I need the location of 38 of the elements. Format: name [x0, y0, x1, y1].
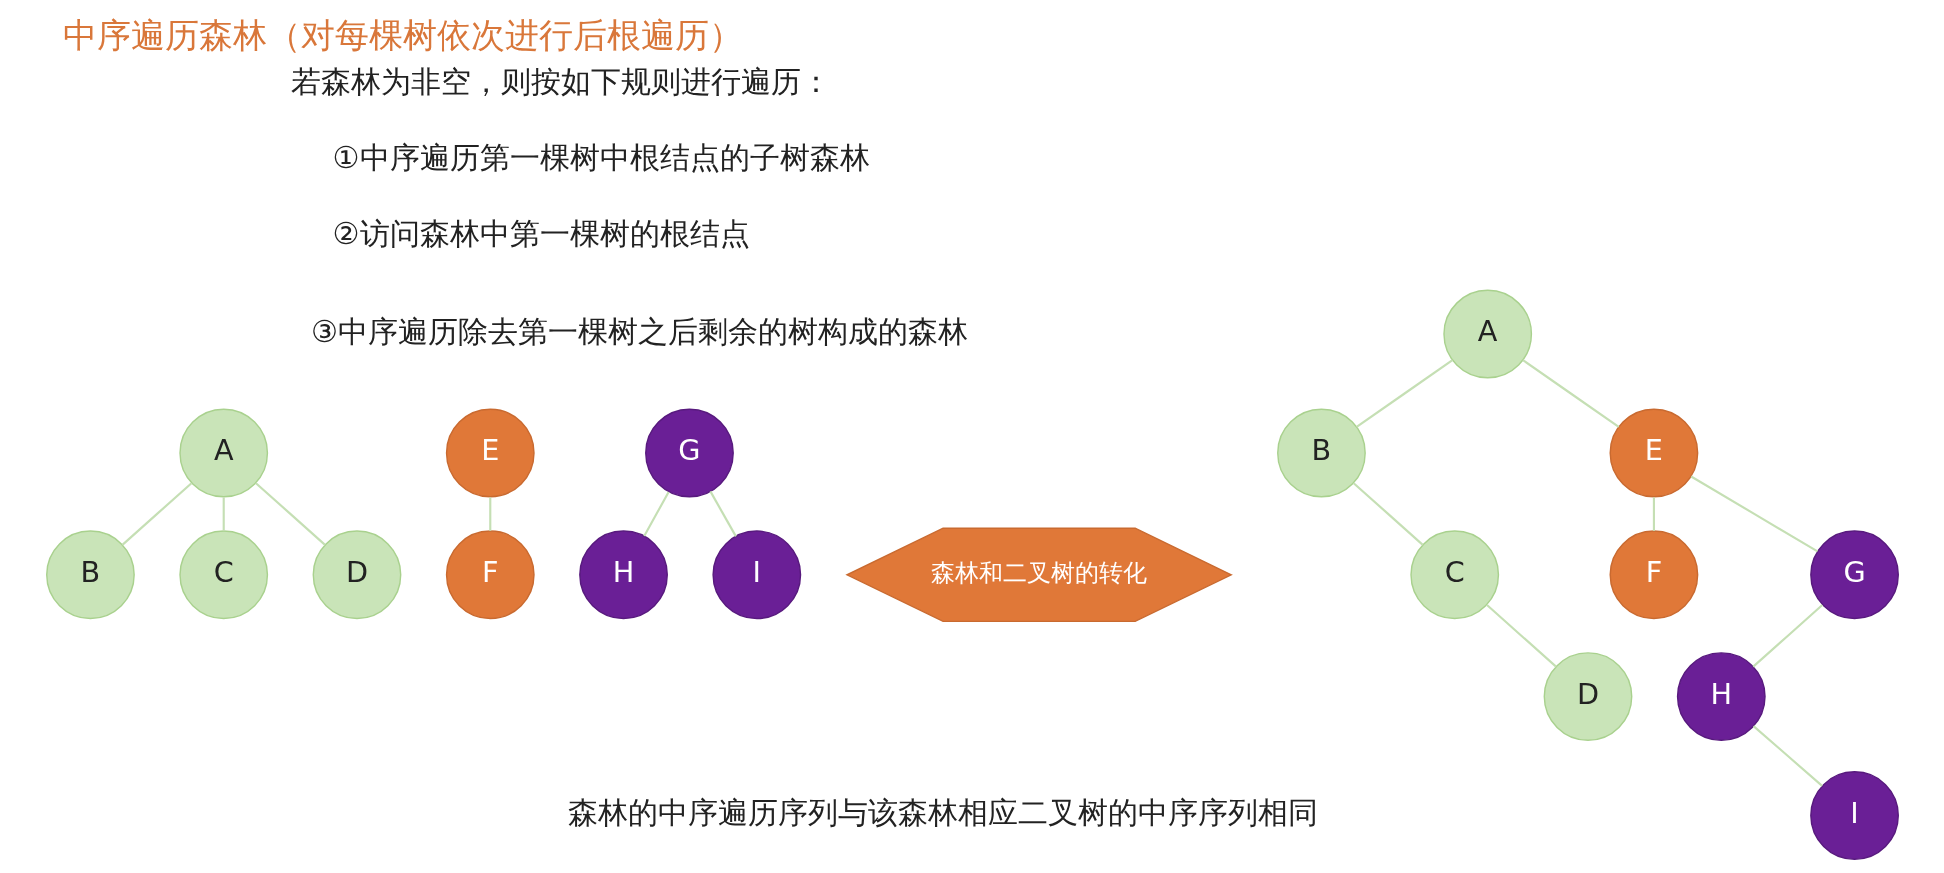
- label: 若森林为非空，则按如下规则进行遍历：: [290, 64, 831, 100]
- connector: [1485, 604, 1557, 668]
- node-circle: A: [178, 408, 268, 498]
- connector: [1521, 359, 1619, 428]
- node-circle: H: [578, 530, 668, 620]
- node-circle: H: [1676, 652, 1766, 742]
- node-circle: G: [644, 408, 734, 498]
- node-circle: A: [1442, 289, 1532, 379]
- connector: [1652, 497, 1655, 531]
- node-circle: B: [45, 530, 135, 620]
- label: 森林的中序遍历序列与该森林相应二叉树的中序序列相同: [567, 795, 1318, 831]
- connector: [642, 491, 670, 537]
- node-circle: B: [1276, 408, 1366, 498]
- label: ③中序遍历除去第一棵树之后剩余的树构成的森林: [310, 313, 968, 349]
- node-circle: C: [178, 530, 268, 620]
- node-circle: E: [445, 408, 535, 498]
- connector: [121, 482, 192, 546]
- node-circle: I: [1809, 771, 1899, 860]
- node-circle: E: [1609, 408, 1698, 498]
- node-circle: I: [711, 530, 801, 620]
- connector: [254, 482, 326, 546]
- node-circle: G: [1809, 530, 1899, 620]
- node-circle: F: [1609, 530, 1698, 620]
- connector: [488, 497, 491, 531]
- connector: [222, 497, 225, 531]
- node-circle: C: [1409, 530, 1499, 620]
- connector: [1752, 725, 1823, 787]
- node-circle: D: [1543, 652, 1632, 742]
- connector: [1355, 359, 1453, 428]
- connector: [708, 490, 737, 537]
- connector: [1690, 475, 1818, 553]
- label: ②访问森林中第一棵树的根结点: [332, 216, 750, 252]
- diagram-title: 中序遍历森林（对每棵树依次进行后根遍历）: [62, 14, 743, 55]
- connector: [1752, 604, 1823, 668]
- node-circle: F: [445, 530, 535, 620]
- node-circle: D: [312, 530, 401, 620]
- connector: [1352, 482, 1423, 546]
- label: ①中序遍历第一棵树中根结点的子树森林: [332, 140, 870, 176]
